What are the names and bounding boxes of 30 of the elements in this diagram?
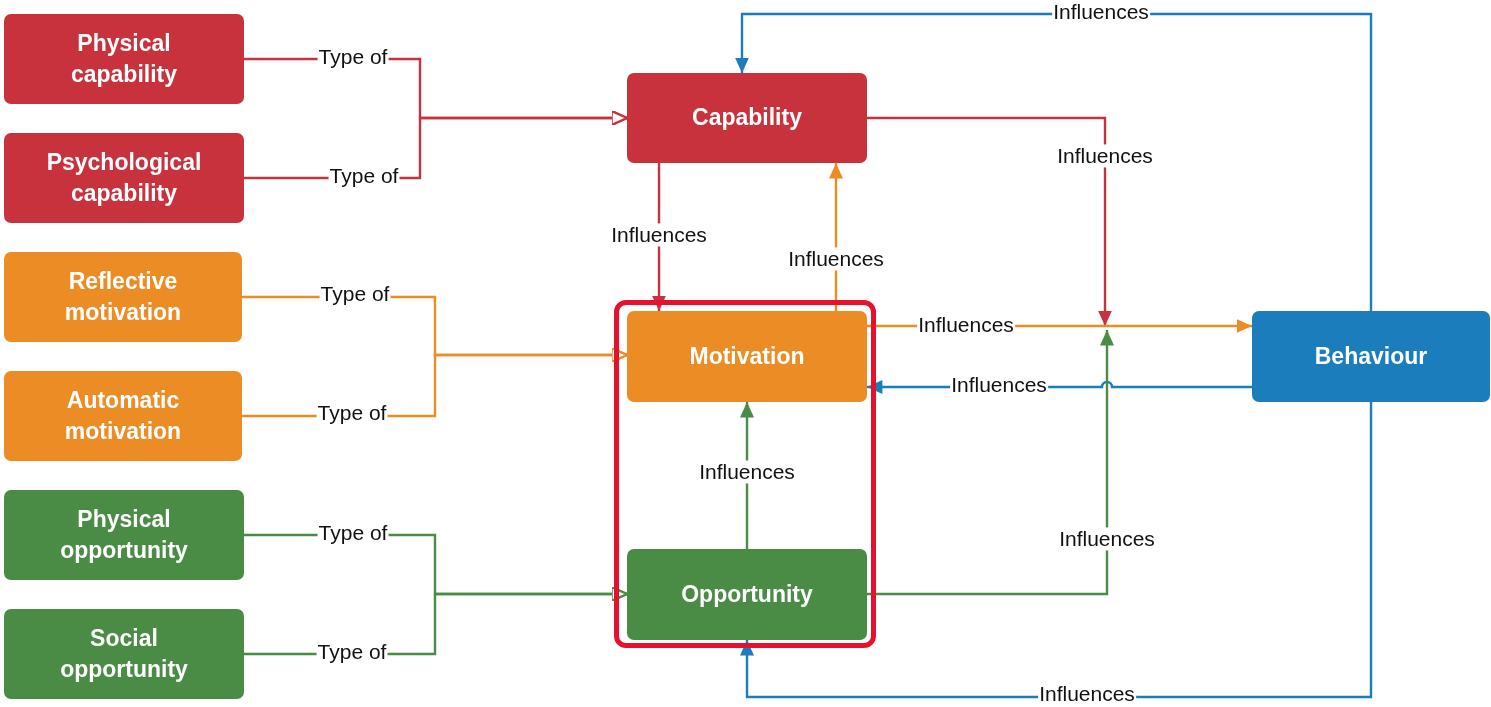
node-label: Psychological capability xyxy=(45,147,203,208)
concept-box xyxy=(627,73,867,163)
edge-label: Influences xyxy=(1058,527,1156,551)
node-label: Capability xyxy=(692,103,802,133)
node-label: Social opportunity xyxy=(59,623,189,684)
concept-box xyxy=(4,14,244,104)
node-label: Opportunity xyxy=(681,579,813,609)
edge-label: Influences xyxy=(610,223,708,247)
concept-box xyxy=(627,311,867,402)
node-label: Automatic motivation xyxy=(63,385,183,446)
concept-box xyxy=(4,252,242,342)
concept-box xyxy=(4,609,244,699)
arrow xyxy=(867,330,1114,596)
group-frame xyxy=(614,300,876,648)
node-label: Physical opportunity xyxy=(59,504,189,565)
concept-box xyxy=(4,133,244,223)
node-label: Physical capability xyxy=(69,28,179,89)
arrow xyxy=(740,402,1373,699)
arrow xyxy=(735,12,1373,311)
concept-box xyxy=(627,549,867,640)
node-label: Reflective motivation xyxy=(63,266,183,327)
arrow xyxy=(867,116,1112,326)
concept-box xyxy=(1252,311,1490,402)
edge-label: Influences xyxy=(1056,144,1154,168)
edge-label: Influences xyxy=(787,247,885,271)
node-label: Motivation xyxy=(689,341,805,371)
concept-box xyxy=(4,490,244,580)
concept-box xyxy=(4,371,242,461)
node-label: Behaviour xyxy=(1314,341,1428,371)
edge-label: Influences xyxy=(698,460,796,484)
